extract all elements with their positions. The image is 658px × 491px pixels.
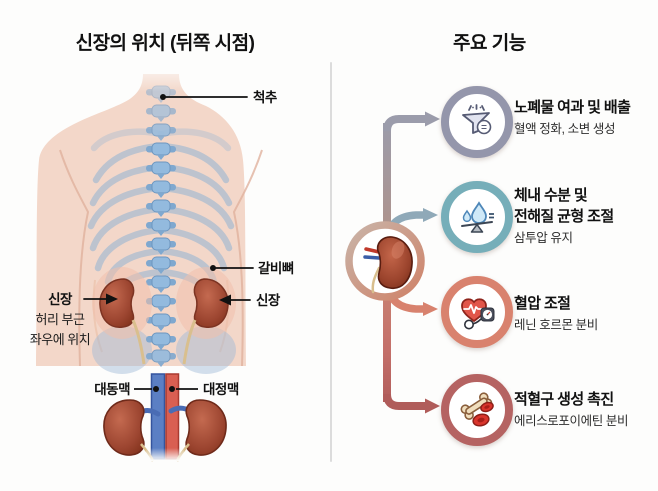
arrow-icon [423,302,438,316]
kidneys-in-body [92,267,236,365]
inset-left-kidney [103,399,145,456]
function-circle-filter [441,86,513,158]
arrow-icon [425,398,440,414]
function-item-pressure: 혈압 조절 레닌 호르몬 분비 [514,293,658,333]
bone-rbc-icon [460,392,494,427]
ribs-label: 갈비뼈 [258,260,294,276]
kidney-left-note-2: 좌우에 위치 [30,332,90,347]
vena-cava-label: 대정맥 [203,381,239,397]
anatomy-illustration: 척추 갈비뼈 신장 허리 부근 좌우에 위치 신장 대동맥 [30,60,295,462]
pelvis-bones [92,326,236,374]
kidney-left-label: 신장 [48,291,73,307]
function-title: 체내 수분 및 전해질 균형 조절 [514,187,614,225]
anatomy-labels: 척추 갈비뼈 신장 허리 부근 좌우에 위치 신장 [30,90,295,347]
inset-right-kidney [185,399,227,456]
function-item-rbc: 적혈구 생성 촉진 에리스로포이에틴 분비 [514,389,658,429]
section-divider [330,62,332,462]
hub-kidney-circle [345,221,425,301]
arrow-icon [425,111,440,127]
function-title: 혈압 조절 [514,295,571,312]
right-section-title: 주요 기능 [453,33,526,54]
vessels-inset: 대동맥 대정맥 [94,373,239,462]
aorta-label: 대동맥 [94,381,130,397]
function-subtitle: 삼투압 유지 [514,231,573,245]
spine-label: 척추 [253,90,277,105]
function-item-water: 체내 수분 및 전해질 균형 조절 삼투압 유지 [514,185,658,246]
right-ureter [182,319,197,365]
function-subtitle: 에리스로포이에틴 분비 [514,414,629,428]
function-circle-water [441,181,513,253]
function-title: 적혈구 생성 촉진 [514,391,614,408]
left-ureter [131,319,146,365]
kidney-left-note-1: 허리 부근 [36,312,85,327]
arrow-icon [423,208,438,222]
function-circle-pressure [441,276,513,348]
heart-bp-icon [461,298,495,330]
function-title: 노폐물 여과 및 배출 [514,99,631,116]
function-circle-rbc [441,374,513,446]
function-subtitle: 레닌 호르몬 분비 [514,318,598,332]
left-kidney [99,278,135,328]
kidney-right-label: 신장 [256,292,281,308]
water-balance-icon [461,201,494,233]
left-section-title: 신장의 위치 (뒤쪽 시점) [75,33,255,54]
function-item-filter: 노폐물 여과 및 배출 혈액 정화, 소변 생성 [514,97,658,137]
function-subtitle: 혈액 정화, 소변 생성 [514,122,616,136]
branch-filter [383,111,440,132]
funnel-icon [462,104,492,135]
branch-rbc [383,393,440,414]
spine [130,60,192,368]
